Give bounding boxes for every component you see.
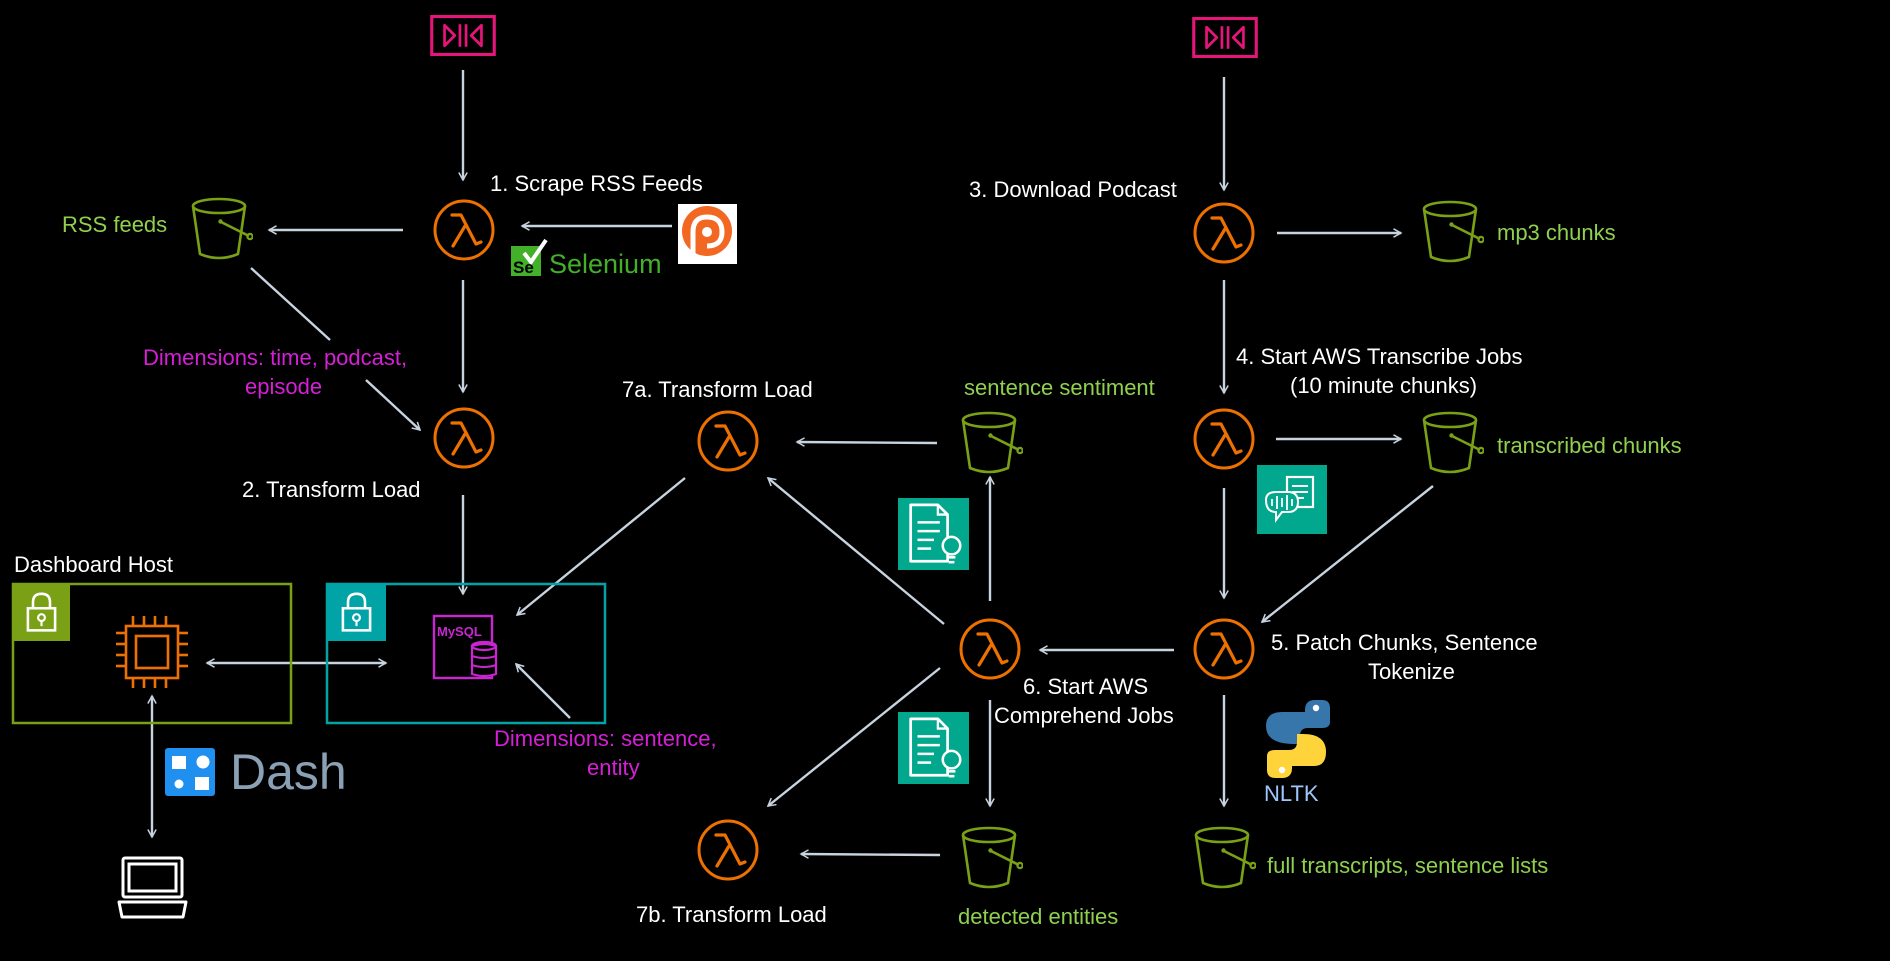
- arrow-transcribed-bucket-lambda5: [1260, 485, 1434, 623]
- rss-feeds-label: RSS feeds: [62, 212, 167, 237]
- step5-sub-label: Tokenize: [1368, 659, 1455, 684]
- comprehend-icon: [898, 712, 969, 784]
- dash-wordmark: Dash: [230, 744, 347, 800]
- mysql-label: MySQL: [437, 624, 482, 639]
- step2-label: 2. Transform Load: [242, 477, 421, 502]
- dimensions-time-label: Dimensions: time, podcast,: [143, 345, 407, 370]
- eventbridge-icon[interactable]: [430, 15, 496, 56]
- lambda-icon-download[interactable]: [1193, 202, 1255, 264]
- arrow-lambda6-lambda7a: [766, 477, 945, 625]
- s3-bucket-icon-sentiment[interactable]: [961, 411, 1023, 474]
- step3-label: 3. Download Podcast: [969, 177, 1177, 202]
- python-icon: [1266, 700, 1330, 778]
- podcast-addict-icon: [678, 204, 737, 264]
- s3-bucket-icon-entities[interactable]: [961, 826, 1023, 889]
- eventbridge-icon[interactable]: [1192, 17, 1258, 58]
- arrow-rss-bucket-dim1: [250, 267, 331, 341]
- mysql-database-icon[interactable]: MySQL: [432, 614, 498, 680]
- selenium-wordmark: Selenium: [549, 249, 662, 279]
- dash-logo: Dash: [165, 744, 347, 800]
- step6-sub-label: Comprehend Jobs: [994, 703, 1174, 728]
- step5-label: 5. Patch Chunks, Sentence: [1271, 630, 1538, 655]
- step7b-label: 7b. Transform Load: [636, 902, 827, 927]
- mp3-chunks-label: mp3 chunks: [1497, 220, 1616, 245]
- step1-label: 1. Scrape RSS Feeds: [490, 171, 703, 196]
- detected-entities-label: detected entities: [958, 904, 1118, 929]
- lambda-icon-transform-load[interactable]: [433, 407, 495, 469]
- laptop-icon[interactable]: [117, 856, 188, 919]
- arrow-dim1-lambda2: [365, 379, 422, 432]
- dashboard-host-vpc: [11, 582, 293, 725]
- ec2-chip-icon[interactable]: [116, 616, 188, 688]
- arrow-lambda6-lambda7b: [766, 667, 941, 807]
- s3-bucket-icon-full-transcripts[interactable]: [1194, 826, 1256, 889]
- s3-bucket-icon-rss[interactable]: [191, 197, 253, 260]
- lambda-icon-transcribe[interactable]: [1193, 408, 1255, 470]
- step4-sub-label: (10 minute chunks): [1290, 373, 1477, 398]
- step4-label: 4. Start AWS Transcribe Jobs: [1236, 344, 1523, 369]
- s3-bucket-icon-transcribed[interactable]: [1422, 411, 1484, 474]
- labels: 1. Scrape RSS Feeds 2. Transform Load 3.…: [14, 171, 1682, 929]
- lambda-icon-comprehend[interactable]: [959, 618, 1021, 680]
- dimensions-time-sub-label: episode: [245, 374, 322, 399]
- selenium-logo: Se Selenium: [511, 238, 662, 279]
- dimensions-sentence-label: Dimensions: sentence,: [494, 726, 717, 751]
- dashboard-host-label: Dashboard Host: [14, 552, 173, 577]
- sentence-sentiment-label: sentence sentiment: [964, 375, 1155, 400]
- lambda-icon-scrape[interactable]: [433, 199, 495, 261]
- transcribe-icon: [1257, 465, 1327, 534]
- selenium-badge: Se: [513, 258, 534, 277]
- lambda-icon-patch-chunks[interactable]: [1193, 618, 1255, 680]
- comprehend-icon: [898, 498, 969, 570]
- arrow-sentiment-bucket-lambda7a: [795, 437, 938, 447]
- dimensions-entity-label: entity: [587, 755, 640, 780]
- lambda-icon-transform-7a[interactable]: [697, 410, 759, 472]
- full-transcripts-label: full transcripts, sentence lists: [1267, 853, 1548, 878]
- arrow-entities-bucket-lambda7b: [799, 849, 941, 859]
- database-subnet: [325, 582, 607, 725]
- nltk-label: NLTK: [1264, 781, 1319, 806]
- s3-bucket-icon-mp3[interactable]: [1422, 200, 1484, 263]
- arrow-lambda7a-mysql: [515, 477, 686, 616]
- arrow-dim2-mysql: [514, 662, 571, 719]
- transcribed-chunks-label: transcribed chunks: [1497, 433, 1682, 458]
- lambda-icon-transform-7b[interactable]: [697, 819, 759, 881]
- step7a-label: 7a. Transform Load: [622, 377, 813, 402]
- step6-label: 6. Start AWS: [1023, 674, 1148, 699]
